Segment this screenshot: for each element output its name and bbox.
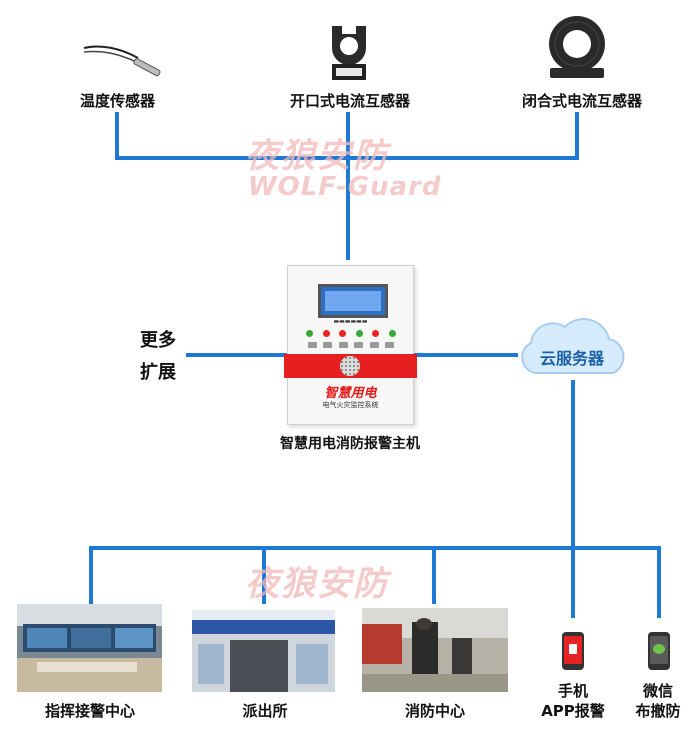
sensor-label-split-ct: 开口式电流互感器: [289, 92, 410, 110]
endpoint-label-mobile-line2: APP报警: [541, 702, 605, 720]
device-screen: [318, 284, 388, 318]
cloud-icon: [521, 318, 625, 374]
device-indicator-lights: [306, 330, 396, 340]
watermark-logo-bottom: 夜狼安防: [245, 564, 389, 604]
speaker-icon: [340, 356, 360, 376]
temperature-probe-icon: [83, 45, 161, 77]
wechat-phone-icon: [648, 632, 670, 670]
sensor-label-closed-ct: 闭合式电流互感器: [521, 92, 642, 110]
device-brand-text: 智慧用电: [324, 386, 377, 401]
endpoint-drop-2: [262, 546, 266, 604]
left-expansion-line: [186, 353, 288, 357]
device-subtitle-text: 电气火灾监控系统: [322, 401, 379, 409]
alarm-host-device: ▬▬▬▬▬▬ 智慧用电 电气火灾监控系统: [284, 265, 417, 425]
sensor-label-temperature: 温度传感器: [79, 92, 155, 110]
open-ct-drop-line: [346, 112, 350, 160]
temp-sensor-drop-line: [115, 112, 119, 160]
split-core-ct-icon: [332, 24, 366, 80]
endpoint-drop-1: [89, 546, 93, 604]
police-station-photo: [192, 610, 335, 692]
expansion-label-line2: 扩展: [140, 362, 176, 383]
cloud-link-line: [412, 353, 518, 357]
device-label: 智慧用电消防报警主机: [280, 436, 420, 452]
bus-to-device-line: [346, 156, 350, 260]
command-center-photo: [17, 604, 162, 692]
closed-core-ct-icon: [549, 16, 605, 78]
watermark-logo-top-en: WOLF-Guard: [248, 172, 442, 202]
mobile-phone-icon: [562, 632, 584, 670]
fire-center-photo: [362, 608, 508, 692]
endpoint-label-command-center: 指挥接警中心: [44, 702, 135, 720]
device-button-row: [308, 342, 394, 350]
endpoint-label-fire-center: 消防中心: [404, 702, 465, 720]
endpoint-drop-5: [657, 546, 661, 618]
device-model-plate: ▬▬▬▬▬▬: [333, 318, 368, 325]
expansion-label-line1: 更多: [140, 330, 176, 351]
endpoint-bus-line: [89, 546, 661, 550]
cloud-down-line: [571, 380, 575, 548]
cloud-server-node: 云服务器: [513, 305, 631, 385]
endpoint-drop-3: [432, 546, 436, 604]
endpoint-label-wechat-line1: 微信: [642, 682, 673, 700]
endpoint-label-police-station: 派出所: [242, 702, 288, 720]
endpoint-label-mobile-line1: 手机: [557, 682, 588, 700]
cloud-server-label: 云服务器: [539, 349, 604, 368]
endpoint-label-wechat-line2: 布撤防: [635, 702, 681, 720]
watermark-logo-top: 夜狼安防: [245, 136, 389, 176]
closed-ct-drop-line: [575, 112, 579, 160]
endpoint-drop-4: [571, 546, 575, 618]
